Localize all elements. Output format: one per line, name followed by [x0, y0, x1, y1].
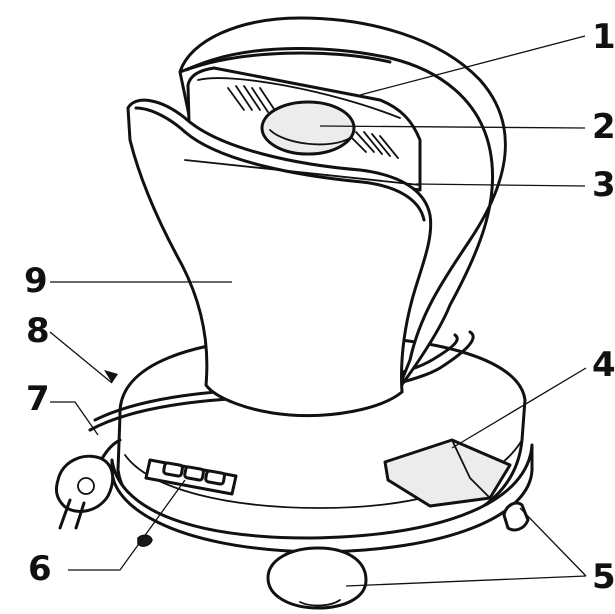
leader-5b — [345, 575, 587, 587]
panel-button-3 — [204, 469, 226, 486]
side-compartment — [383, 438, 512, 508]
panel-button-1 — [162, 461, 184, 478]
panel-button-2 — [183, 465, 205, 482]
front-container — [126, 98, 433, 418]
power-plug — [54, 438, 122, 530]
callout-9: 9 — [24, 261, 48, 301]
rear-wheel — [137, 534, 153, 547]
leader-lines — [49, 35, 587, 587]
callout-numbers: 1 2 3 4 5 6 7 8 9 — [24, 17, 615, 597]
callout-4: 4 — [592, 345, 615, 385]
leader-3 — [415, 183, 586, 187]
side-wheel — [502, 501, 530, 532]
callout-3: 3 — [592, 165, 615, 205]
callout-6: 6 — [28, 549, 52, 589]
grille-left — [227, 85, 277, 113]
callout-7: 7 — [26, 379, 50, 419]
control-panel — [144, 458, 238, 496]
round-cap — [260, 100, 356, 156]
leader-8-arrow — [104, 370, 118, 383]
leader-7 — [50, 401, 99, 436]
callout-5: 5 — [592, 557, 615, 597]
leader-8 — [49, 331, 113, 384]
leader-6 — [68, 479, 186, 571]
front-wheel — [266, 546, 368, 610]
leader-4 — [451, 367, 587, 449]
leader-5a — [519, 507, 587, 577]
leader-1 — [359, 35, 586, 96]
callout-2: 2 — [592, 107, 615, 147]
callout-1: 1 — [592, 17, 615, 57]
callout-8: 8 — [26, 311, 50, 351]
leader-2 — [319, 125, 586, 129]
